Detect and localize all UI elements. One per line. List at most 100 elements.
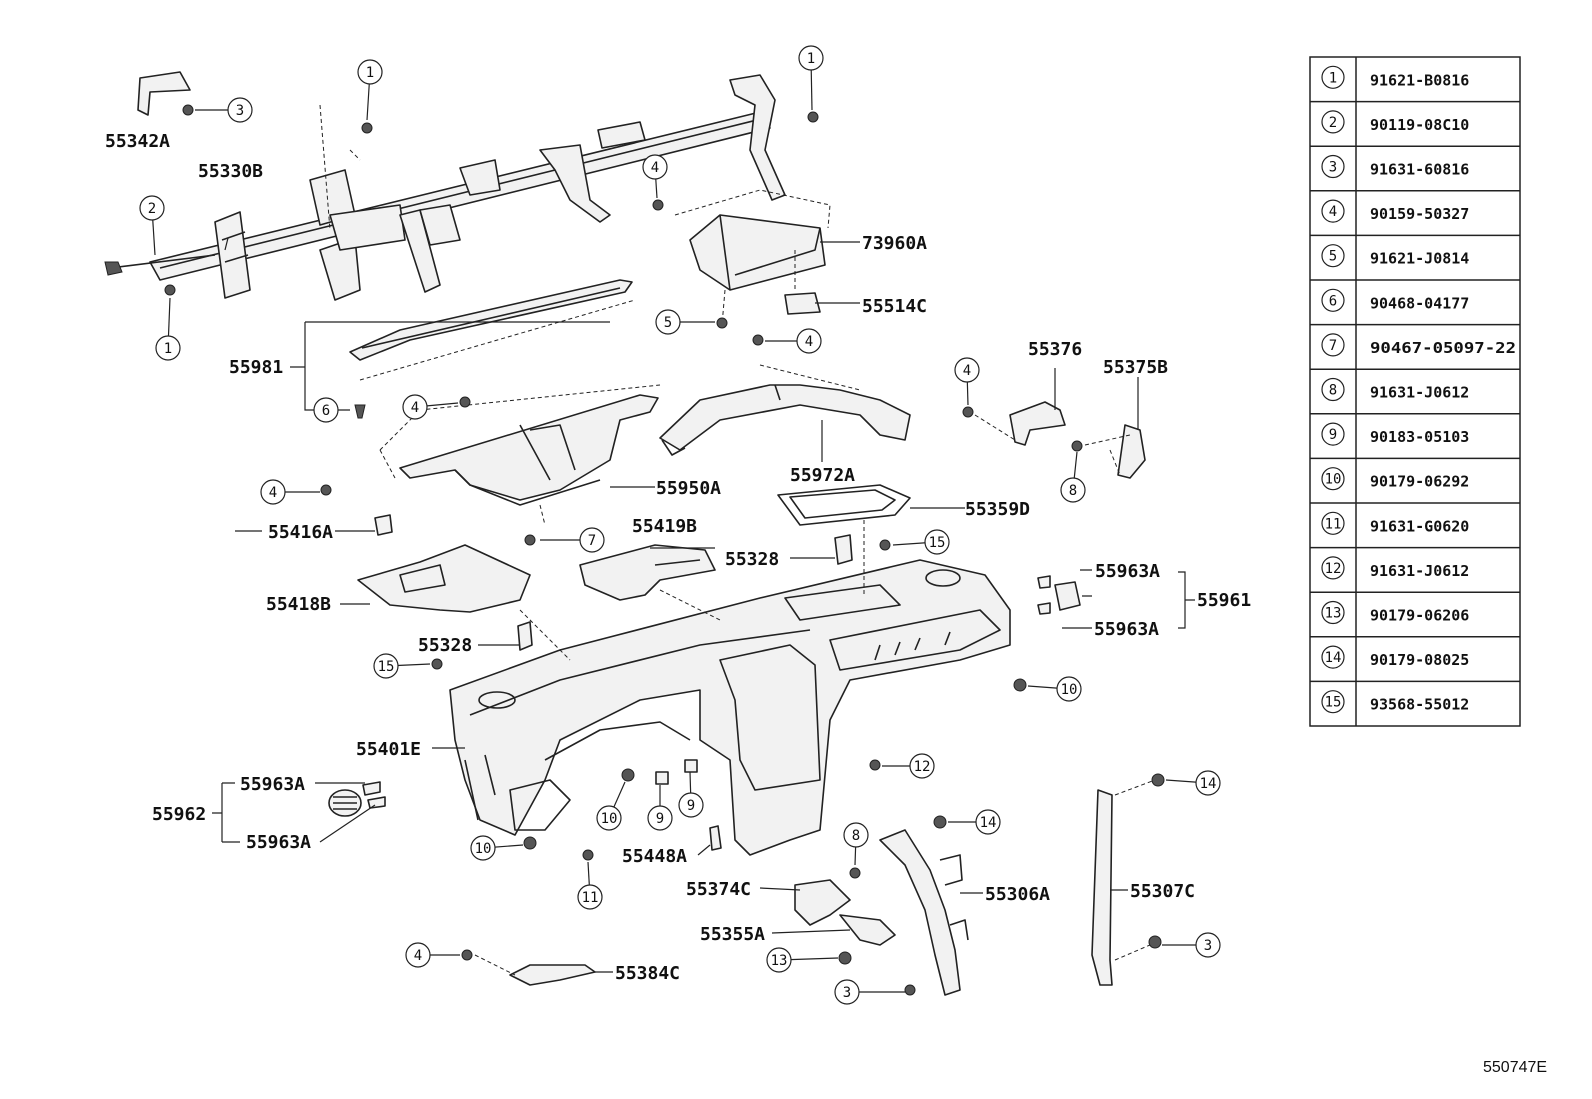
parts-table-ref-circle <box>1321 467 1345 491</box>
callout-number: 4 <box>414 948 422 964</box>
parts-table-part-number: 93568-55012 <box>1370 696 1469 714</box>
callout-circle <box>260 479 286 505</box>
callout-number: 15 <box>378 659 395 675</box>
callout-circle <box>834 979 860 1005</box>
label-55448A: 55448A <box>622 846 687 867</box>
callout-circle <box>647 805 673 831</box>
label-55342A: 55342A <box>105 131 170 152</box>
defroster-nozzle <box>349 279 636 419</box>
callout-number: 8 <box>1069 483 1077 499</box>
parts-table-ref-circle <box>1321 511 1345 535</box>
label-73960A: 73960A <box>862 233 927 254</box>
side-duct <box>659 334 911 456</box>
instrument-panel <box>449 520 1011 856</box>
parts-table-part-number: 90467-05097-22 <box>1370 339 1516 357</box>
parts-table-part-number: 91631-60816 <box>1370 161 1469 179</box>
callout-number: 14 <box>1200 776 1217 792</box>
lower-braces <box>461 779 1156 996</box>
label-55416A: 55416A <box>268 522 333 543</box>
label-55359D: 55359D <box>965 499 1030 520</box>
callout-circle <box>1056 676 1082 702</box>
reinforcement-beam <box>104 71 786 301</box>
parts-table-ref: 8 <box>1329 383 1337 399</box>
parts-table-ref: 1 <box>1329 70 1337 86</box>
callout-number: 4 <box>805 334 813 350</box>
label-55418B: 55418B <box>266 594 331 615</box>
parts-table-ref-circle <box>1321 333 1345 357</box>
brackets-right <box>962 401 1146 479</box>
callout-circle <box>1060 477 1086 503</box>
callout-circle <box>373 653 399 679</box>
callout-number: 3 <box>843 985 851 1001</box>
label-55306A: 55306A <box>985 884 1050 905</box>
callout-circle <box>975 809 1001 835</box>
parts-table-ref-circle <box>1321 65 1345 89</box>
callout-circle <box>798 45 824 71</box>
callout-number: 11 <box>582 890 599 906</box>
callout-number: 9 <box>687 798 695 814</box>
callout-circle <box>766 947 792 973</box>
callout-number: 2 <box>148 201 156 217</box>
parts-table-ref-circle <box>1321 556 1345 580</box>
parts-table-ref-circle <box>1321 244 1345 268</box>
callout-number: 4 <box>269 485 277 501</box>
callout-circle <box>924 529 950 555</box>
parts-table-ref: 9 <box>1329 427 1337 443</box>
callout-number: 3 <box>236 103 244 119</box>
parts-table: 1 91621-B0816 2 90119-08C10 3 91631-60816 4 901… <box>1309 56 1521 727</box>
label-55963A-right-1: 55963A <box>1095 561 1160 582</box>
parts-table-border <box>1309 56 1521 727</box>
label-55950A: 55950A <box>656 478 721 499</box>
callout-circle <box>155 335 181 361</box>
label-55963A-left-2: 55963A <box>246 832 311 853</box>
parts-table-part-number: 90179-06292 <box>1370 473 1469 491</box>
callout-number: 10 <box>601 811 618 827</box>
parts-table-part-number: 90119-08C10 <box>1370 116 1469 134</box>
label-55376: 55376 <box>1028 339 1082 360</box>
label-55972A: 55972A <box>790 465 855 486</box>
parts-table-part-number: 91621-J0814 <box>1370 250 1469 268</box>
label-55374C: 55374C <box>686 879 751 900</box>
callout-number: 6 <box>322 403 330 419</box>
callout-circle <box>1195 770 1221 796</box>
parts-table-ref: 13 <box>1325 606 1342 622</box>
callout-number: 5 <box>664 315 672 331</box>
callout-circle <box>577 884 603 910</box>
parts-table-ref-circle <box>1321 377 1345 402</box>
parts-table-part-number: 91631-J0612 <box>1370 562 1469 580</box>
label-55962: 55962 <box>152 804 206 825</box>
drawing-number: 550747E <box>1483 1059 1547 1076</box>
label-55328-b: 55328 <box>418 635 472 656</box>
callout-circle <box>405 942 431 968</box>
parts-table-ref: 6 <box>1329 293 1337 309</box>
callout-circle <box>909 753 935 779</box>
callout-circle <box>796 328 822 354</box>
parts-table-ref: 4 <box>1329 204 1337 220</box>
parts-table-ref: 3 <box>1329 160 1337 176</box>
parts-table-part-number: 90159-50327 <box>1370 205 1469 223</box>
parts-table-ref-circle <box>1321 154 1345 179</box>
parts-table-part-number: 90468-04177 <box>1370 294 1469 312</box>
parts-table-part-number: 91631-J0612 <box>1370 384 1469 402</box>
label-55963A-right-2: 55963A <box>1094 619 1159 640</box>
part-labels: 55342A 55330B 73960A 55514C 55981 55376 … <box>105 131 1251 984</box>
callout-number: 1 <box>164 341 172 357</box>
callout-circle <box>227 97 253 123</box>
parts-table-ref: 2 <box>1329 115 1337 131</box>
garnish-frame <box>777 484 911 526</box>
label-55514C: 55514C <box>862 296 927 317</box>
callout-number: 3 <box>1204 938 1212 954</box>
callout-circle <box>139 195 165 221</box>
callout-circle <box>357 59 383 85</box>
parts-table-ref: 14 <box>1325 650 1342 666</box>
label-55328-a: 55328 <box>725 549 779 570</box>
callout-number: 13 <box>771 953 788 969</box>
callout-circle <box>579 527 605 553</box>
callout-number: 1 <box>807 51 815 67</box>
callout-number: 9 <box>656 811 664 827</box>
callout-circle <box>678 792 704 818</box>
parts-table-part-number: 91621-B0816 <box>1370 71 1469 89</box>
callout-circle <box>470 835 496 861</box>
